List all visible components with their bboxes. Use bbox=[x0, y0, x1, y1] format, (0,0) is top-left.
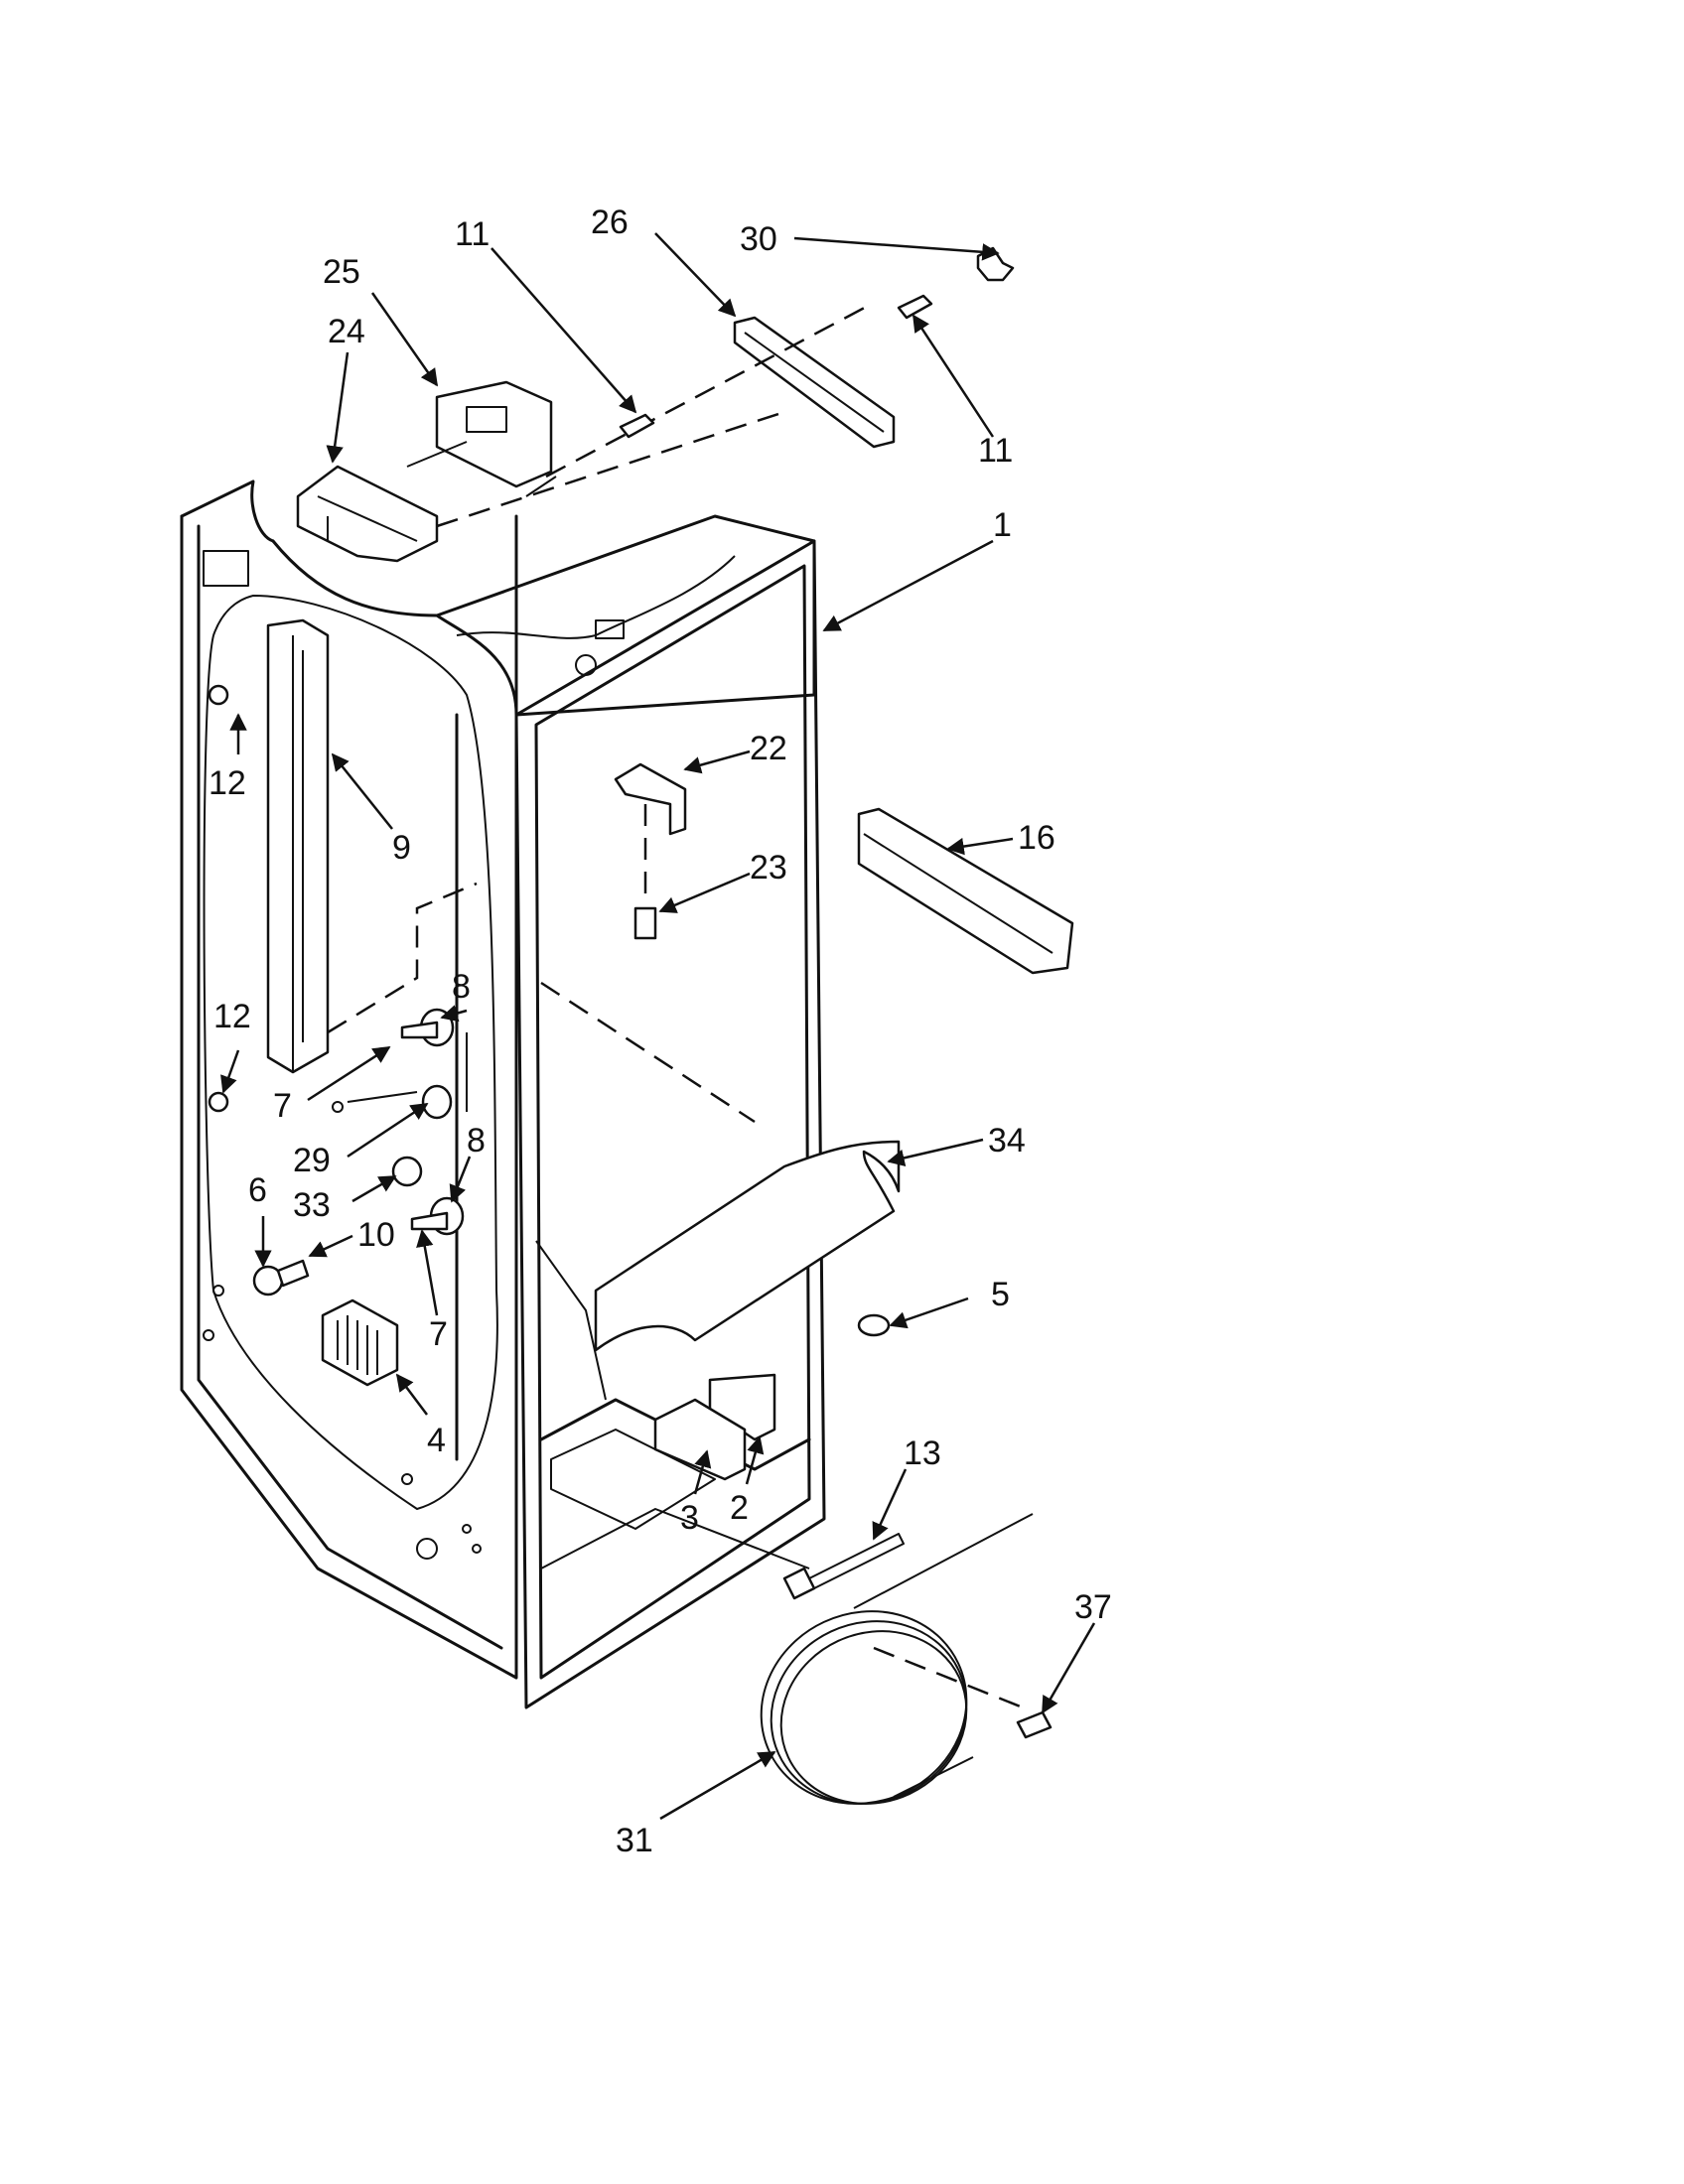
label-16: 16 bbox=[1018, 819, 1055, 857]
label-4: 4 bbox=[427, 1422, 446, 1459]
label-22: 22 bbox=[750, 730, 787, 767]
cover-34 bbox=[594, 1140, 901, 1352]
label-7-bottom: 7 bbox=[429, 1315, 448, 1353]
label-31: 31 bbox=[616, 1822, 653, 1859]
screw-11a bbox=[619, 413, 655, 439]
control-housing bbox=[296, 465, 439, 563]
label-12-top: 12 bbox=[209, 764, 246, 802]
label-30: 30 bbox=[740, 220, 777, 258]
bracket-3 bbox=[653, 1398, 747, 1481]
label-2: 2 bbox=[730, 1489, 749, 1527]
channel-16 bbox=[857, 807, 1074, 975]
top-trim bbox=[733, 316, 896, 449]
label-37: 37 bbox=[1074, 1588, 1112, 1626]
label-29: 29 bbox=[293, 1142, 331, 1179]
bracket-22 bbox=[614, 762, 687, 836]
label-34: 34 bbox=[988, 1122, 1026, 1160]
grommet-5 bbox=[857, 1313, 891, 1337]
label-11-top: 11 bbox=[455, 215, 490, 253]
screw-37 bbox=[1016, 1710, 1052, 1739]
label-7-top: 7 bbox=[273, 1087, 292, 1125]
label-3: 3 bbox=[680, 1499, 699, 1537]
label-23: 23 bbox=[750, 849, 787, 887]
label-26: 26 bbox=[591, 204, 629, 241]
label-8-top: 8 bbox=[452, 968, 471, 1006]
label-1: 1 bbox=[993, 506, 1012, 544]
label-24: 24 bbox=[328, 313, 365, 350]
label-33: 33 bbox=[293, 1186, 331, 1224]
callout-labels: 30 26 11 25 24 11 1 22 16 23 12 9 12 8 7… bbox=[209, 204, 1112, 1859]
label-12-mid: 12 bbox=[213, 998, 251, 1035]
label-5: 5 bbox=[991, 1276, 1010, 1313]
screw-23 bbox=[633, 906, 657, 940]
label-6: 6 bbox=[248, 1171, 267, 1209]
cabinet-liner bbox=[180, 479, 826, 1709]
cable-tie-13 bbox=[782, 1533, 905, 1600]
tubing-coil-31 bbox=[760, 1513, 1034, 1805]
vertical-rail bbox=[266, 618, 330, 1074]
vent-4 bbox=[321, 1298, 399, 1387]
leader-lines bbox=[220, 232, 1096, 1821]
label-8-mid: 8 bbox=[467, 1122, 486, 1160]
label-11-right: 11 bbox=[978, 432, 1013, 470]
label-13: 13 bbox=[904, 1434, 941, 1472]
mounting-bracket bbox=[406, 380, 557, 497]
screw-11b bbox=[897, 294, 933, 320]
label-9: 9 bbox=[392, 829, 411, 867]
label-25: 25 bbox=[323, 253, 360, 291]
bracket-2 bbox=[708, 1373, 776, 1441]
label-10: 10 bbox=[357, 1216, 395, 1254]
